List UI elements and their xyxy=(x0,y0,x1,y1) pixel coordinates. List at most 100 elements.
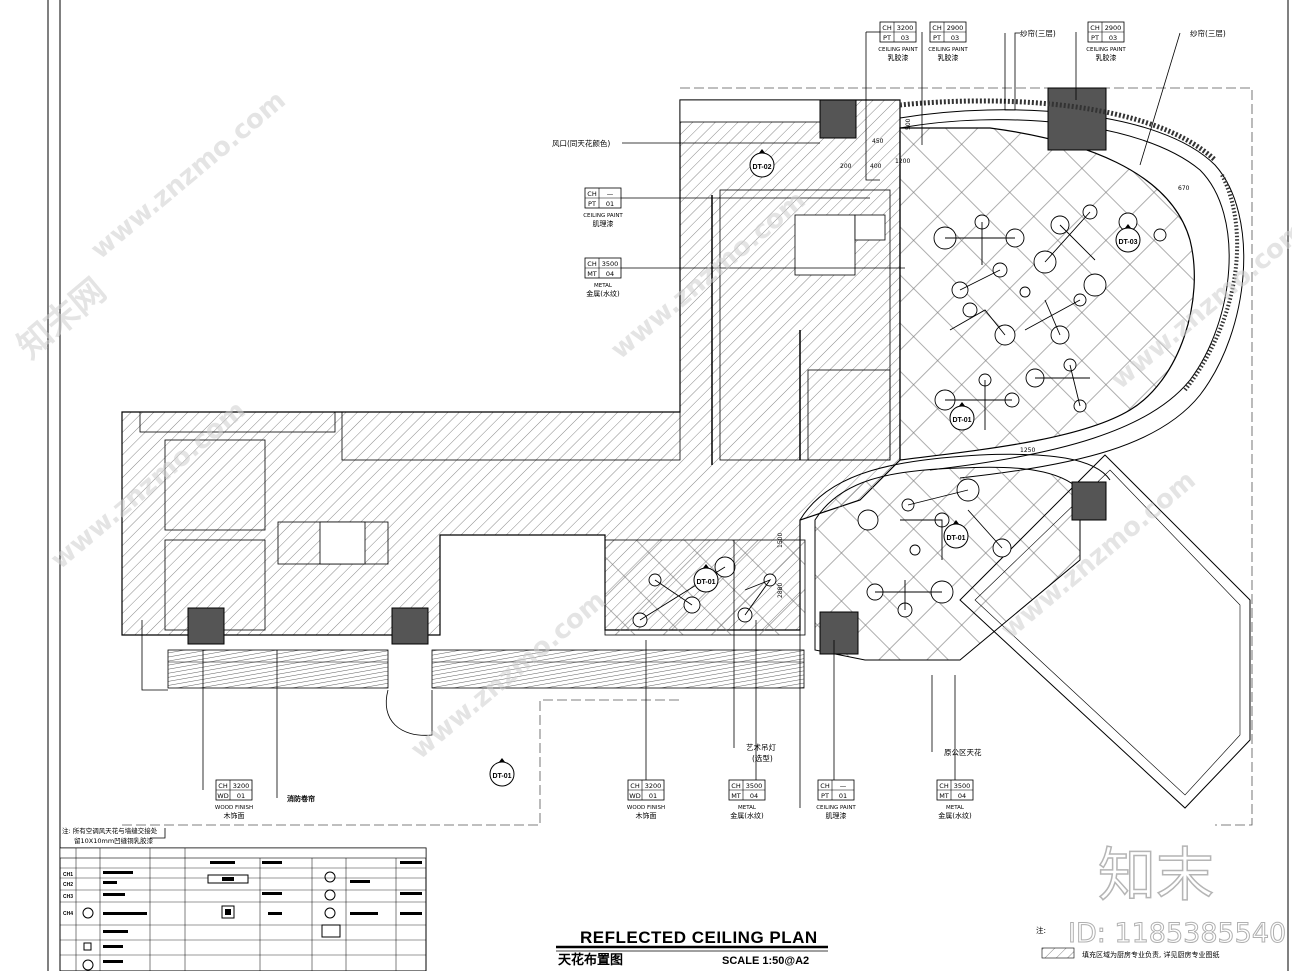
drawing-scale: SCALE 1:50@A2 xyxy=(722,955,809,967)
note-art-lamp-sub: (选型) xyxy=(752,753,773,763)
svg-text:CH: CH xyxy=(932,24,942,32)
wood-strip-left xyxy=(167,649,389,689)
svg-text:04: 04 xyxy=(958,792,966,800)
svg-text:—: — xyxy=(607,190,614,198)
detail-tag-4: DT-01 xyxy=(946,535,965,542)
drawing-title-cn: 天花布置图 xyxy=(558,952,623,967)
svg-text:CH: CH xyxy=(630,782,640,790)
svg-text:CH1: CH1 xyxy=(63,872,73,878)
legend-note-text: 填充区域为厨房专业负责, 详见厨房专业图纸 xyxy=(1082,950,1219,959)
svg-text:450: 450 xyxy=(872,138,884,145)
svg-text:CH: CH xyxy=(1090,24,1100,32)
svg-text:CEILING PAINT: CEILING PAINT xyxy=(816,805,856,811)
svg-text:CEILING PAINT: CEILING PAINT xyxy=(1086,47,1126,53)
svg-text:CH: CH xyxy=(939,782,949,790)
svg-text:CH: CH xyxy=(731,782,741,790)
note-fire-curtain: 消防卷帘 xyxy=(287,794,315,803)
svg-text:PT: PT xyxy=(588,200,596,208)
svg-text:1500: 1500 xyxy=(777,533,784,548)
svg-text:2900: 2900 xyxy=(947,24,964,32)
svg-text:03: 03 xyxy=(951,34,959,42)
column-1 xyxy=(819,99,857,139)
svg-text:www.znzmo.com: www.znzmo.com xyxy=(85,85,291,265)
svg-text:肌理漆: 肌理漆 xyxy=(593,219,614,228)
svg-text:知末网: 知末网 xyxy=(10,271,114,367)
svg-text:03: 03 xyxy=(901,34,909,42)
svg-text:乳胶漆: 乳胶漆 xyxy=(1096,53,1117,62)
legend-note-label: 注: xyxy=(1036,925,1046,935)
bottom-tag-4: CH — PT 01 CEILING PAINT 肌理漆 xyxy=(816,779,856,820)
top-tag-1: CH 3200 PT 03 CEILING PAINT 乳胶漆 xyxy=(878,21,918,62)
svg-text:3500: 3500 xyxy=(746,782,763,790)
detail-tag-5: DT-01 xyxy=(696,579,715,586)
note-office-ceiling: 原公区天花 xyxy=(944,747,982,757)
svg-text:04: 04 xyxy=(606,270,614,278)
angled-wing xyxy=(959,454,1251,809)
dimension-labels: 500 450 200 400 1200 670 1250 1500 2880 xyxy=(777,118,1190,598)
side-tag-1: CH — PT 01 CEILING PAINT 肌理漆 xyxy=(583,187,623,228)
bottom-tag-2: CH 3200 WD 01 WOOD FINISH 木饰面 xyxy=(627,779,665,820)
footnote-line-1: 注: 所有空调风天花与墙缝交接处 xyxy=(62,826,158,835)
svg-text:400: 400 xyxy=(870,163,882,170)
note-art-lamp: 艺术吊灯 xyxy=(746,742,776,752)
svg-text:1200: 1200 xyxy=(895,158,910,165)
detail-tag-1: DT-02 xyxy=(752,164,771,171)
svg-text:CEILING PAINT: CEILING PAINT xyxy=(878,47,918,53)
svg-text:WD: WD xyxy=(629,792,640,800)
svg-text:METAL: METAL xyxy=(738,805,757,811)
top-tag-3: CH 2900 PT 03 CEILING PAINT 乳胶漆 xyxy=(1086,21,1126,62)
column-4 xyxy=(819,611,859,655)
svg-text:MT: MT xyxy=(731,792,741,800)
svg-text:01: 01 xyxy=(649,792,657,800)
drawing-title-en: REFLECTED CEILING PLAN xyxy=(580,928,818,947)
footnote-line-2: 留10X10mm凹缝铜乳胶漆 xyxy=(74,836,154,845)
column-5 xyxy=(187,607,225,645)
svg-text:CH: CH xyxy=(218,782,228,790)
outer-boundary xyxy=(680,87,1253,826)
svg-text:PT: PT xyxy=(821,792,829,800)
bottom-tag-5: CH 3500 MT 04 METAL 金属(水纹) xyxy=(936,779,974,820)
svg-text:01: 01 xyxy=(839,792,847,800)
svg-text:3200: 3200 xyxy=(645,782,662,790)
svg-text:木饰面: 木饰面 xyxy=(636,811,657,820)
detail-tag-2: DT-03 xyxy=(1118,239,1137,246)
svg-text:MT: MT xyxy=(587,270,597,278)
svg-text:乳胶漆: 乳胶漆 xyxy=(938,53,959,62)
svg-text:3200: 3200 xyxy=(897,24,914,32)
svg-text:CH3: CH3 xyxy=(63,894,73,900)
svg-text:WOOD FINISH: WOOD FINISH xyxy=(215,805,253,811)
gridded-ceiling-zone xyxy=(899,127,1195,461)
svg-text:金属(水纹): 金属(水纹) xyxy=(586,289,620,298)
svg-text:CEILING PAINT: CEILING PAINT xyxy=(583,213,623,219)
svg-text:670: 670 xyxy=(1178,185,1190,192)
svg-text:3500: 3500 xyxy=(954,782,971,790)
svg-text:MT: MT xyxy=(939,792,949,800)
svg-text:01: 01 xyxy=(606,200,614,208)
column-3 xyxy=(1071,481,1107,521)
column-6 xyxy=(391,607,429,645)
bottom-tag-1: CH 3200 WD 01 WOOD FINISH 木饰面 xyxy=(215,779,253,820)
note-curtain-1: 纱帘(三层) xyxy=(1020,28,1056,38)
wood-strip-right xyxy=(431,649,805,689)
bottom-tag-3: CH 3500 MT 04 METAL 金属(水纹) xyxy=(728,779,766,820)
svg-text:WD: WD xyxy=(217,792,228,800)
svg-text:2880: 2880 xyxy=(777,583,784,598)
svg-text:肌理漆: 肌理漆 xyxy=(826,811,847,820)
svg-text:CH: CH xyxy=(820,782,830,790)
column-2 xyxy=(1047,87,1107,151)
detail-tag-6: DT-01 xyxy=(492,773,511,780)
svg-text:2900: 2900 xyxy=(1105,24,1122,32)
watermark-id: ID: 1185385540 xyxy=(1068,918,1286,949)
svg-text:CEILING PAINT: CEILING PAINT xyxy=(928,47,968,53)
svg-text:METAL: METAL xyxy=(594,283,613,289)
watermark-logo: 知末 xyxy=(1098,841,1214,909)
title-block: REFLECTED CEILING PLAN 天花布置图 SCALE 1:50@… xyxy=(556,928,828,967)
svg-text:01: 01 xyxy=(237,792,245,800)
svg-text:CH: CH xyxy=(882,24,892,32)
svg-text:—: — xyxy=(840,782,847,790)
svg-text:PT: PT xyxy=(933,34,941,42)
detail-tag-3: DT-01 xyxy=(952,417,971,424)
top-tag-2: CH 2900 PT 03 CEILING PAINT 乳胶漆 xyxy=(928,21,968,62)
svg-text:3200: 3200 xyxy=(233,782,250,790)
